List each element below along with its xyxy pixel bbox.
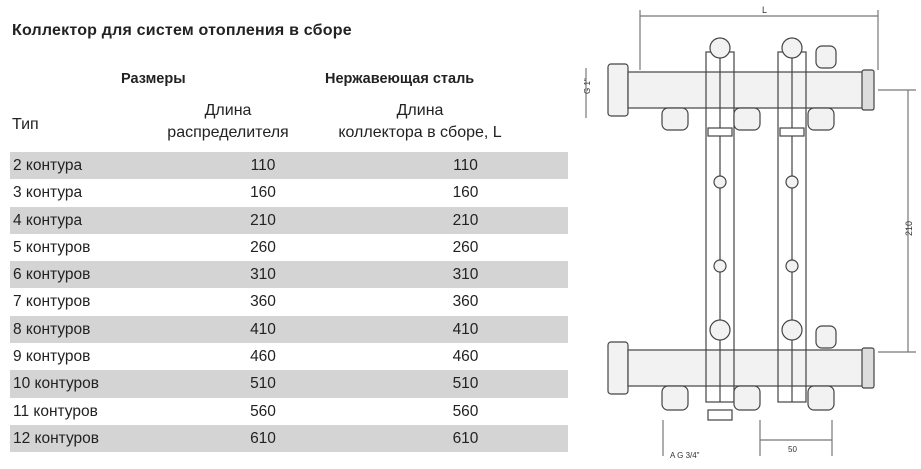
cell-collector-length: 160 <box>452 184 479 202</box>
header-col3: Длина коллектора в сборе, L <box>316 102 524 142</box>
header-col2-line1: Длина <box>204 102 252 119</box>
dim-label-AG: A G 3/4" <box>670 451 700 460</box>
cell-type: 2 контура <box>10 152 163 180</box>
header-col3-line2: коллектора в сборе, L <box>338 124 502 141</box>
cell-collector-length: 610 <box>363 424 568 453</box>
table-row: 5 контуров 260 260 <box>10 234 568 261</box>
cell-collector-length: 360 <box>452 293 479 311</box>
cell-distributor-length: 610 <box>163 424 363 453</box>
cell-collector-length: 510 <box>363 370 568 398</box>
header-col2-line2: распределителя <box>167 124 289 141</box>
cell-type: 6 контуров <box>10 261 163 289</box>
table-row: 3 контура 160 160 <box>10 179 568 206</box>
cell-type: 12 контуров <box>10 424 163 453</box>
cell-collector-length: 210 <box>363 206 568 234</box>
cell-type: 8 контуров <box>10 315 163 344</box>
cell-distributor-length: 110 <box>163 152 363 180</box>
cell-distributor-length: 210 <box>163 206 363 234</box>
header-type: Тип <box>12 116 39 133</box>
header-group-sizes: Размеры <box>121 71 186 87</box>
cell-collector-length: 110 <box>363 152 568 180</box>
cell-distributor-length: 560 <box>250 402 276 420</box>
cell-type: 10 контуров <box>10 370 163 398</box>
cell-distributor-length: 360 <box>250 293 276 311</box>
cell-distributor-length: 510 <box>163 370 363 398</box>
cell-type: 3 контура <box>13 184 83 202</box>
header-col2: Длина распределителя <box>150 102 306 142</box>
manifold-drawing: L G 1" 210 A G 3/4" 50 <box>583 5 916 460</box>
cell-distributor-length: 310 <box>163 261 363 289</box>
dim-label-L: L <box>762 5 767 15</box>
cell-distributor-length: 410 <box>163 315 363 344</box>
cell-type: 4 контура <box>10 206 163 234</box>
cell-collector-length: 560 <box>452 402 479 420</box>
table-row: 11 контуров 560 560 <box>10 398 568 425</box>
table-row: 7 контуров 360 360 <box>10 288 568 315</box>
header-group-steel: Нержавеющая сталь <box>325 71 475 87</box>
dim-label-210: 210 <box>904 221 914 236</box>
cell-distributor-length: 260 <box>250 238 276 256</box>
dim-label-50: 50 <box>788 445 797 454</box>
dim-label-G1: G 1" <box>583 78 592 94</box>
cell-type: 11 контуров <box>13 402 98 420</box>
header-col3-line1: Длина <box>396 102 444 119</box>
cell-collector-length: 310 <box>363 261 568 289</box>
table-row: 9 контуров 460 460 <box>10 343 568 370</box>
page-title: Коллектор для систем отопления в сборе <box>12 22 352 39</box>
cell-distributor-length: 460 <box>250 348 276 366</box>
cell-distributor-length: 160 <box>250 184 276 202</box>
cell-collector-length: 410 <box>363 315 568 344</box>
cell-type: 5 контуров <box>13 238 91 256</box>
cell-collector-length: 260 <box>452 238 479 256</box>
cell-type: 7 контуров <box>13 293 91 311</box>
cell-collector-length: 460 <box>452 348 479 366</box>
cell-type: 9 контуров <box>13 348 91 366</box>
